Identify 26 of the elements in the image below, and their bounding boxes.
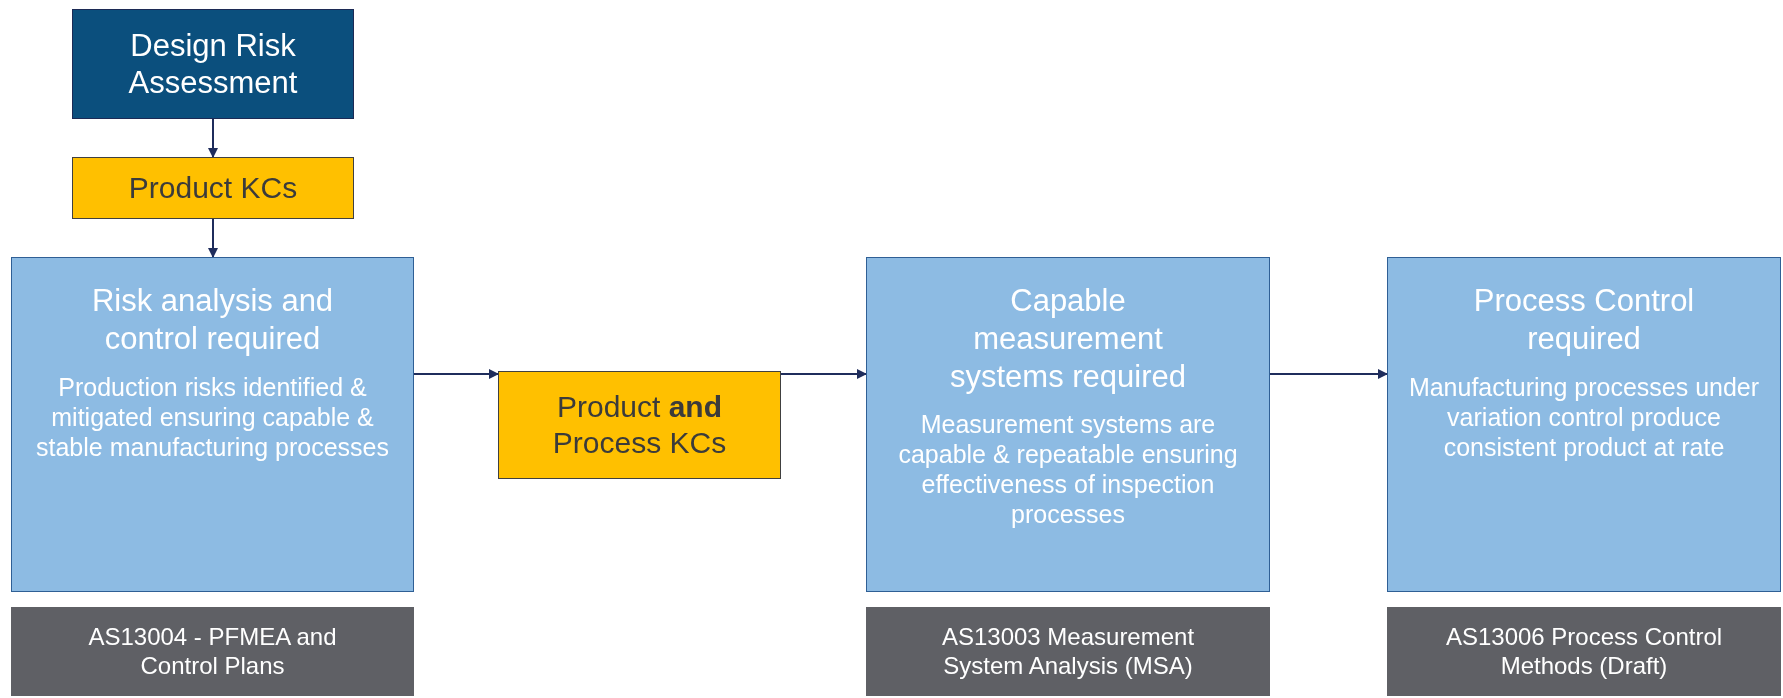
box-description: Manufacturing processes under variation control produce consistent product at rate xyxy=(1407,371,1761,462)
requirement-box xyxy=(866,257,1270,592)
box-label: AS13003 Measurement System Analysis (MSA) xyxy=(940,622,1196,681)
requirement-box xyxy=(11,257,414,592)
box-title: Capable measurement systems required xyxy=(949,282,1187,396)
standard-box xyxy=(11,607,414,696)
arrow xyxy=(208,118,218,158)
requirement-box xyxy=(1387,257,1781,592)
box-label: Product KCs xyxy=(128,170,298,206)
kc-box xyxy=(72,157,354,219)
kc-box xyxy=(498,371,781,479)
box-description: Production risks identified & mitigated ensuring capable & stable manufacturing processes xyxy=(35,371,390,462)
box-label: Design Risk Assessment xyxy=(127,26,299,102)
arrow xyxy=(413,369,499,379)
arrow xyxy=(1269,369,1388,379)
standard-box xyxy=(1387,607,1781,696)
arrow xyxy=(208,218,218,258)
box-title: Process Control required xyxy=(1472,282,1696,358)
box-label: Product and Process KCs xyxy=(551,389,728,461)
process-box xyxy=(72,9,354,119)
box-title: Risk analysis and control required xyxy=(90,282,335,358)
standard-box xyxy=(866,607,1270,696)
arrow xyxy=(780,369,867,379)
box-label: AS13006 Process Control Methods (Draft) xyxy=(1444,622,1724,681)
box-label: AS13004 - PFMEA and Control Plans xyxy=(87,622,338,681)
box-description: Measurement systems are capable & repeatable ensuring effectiveness of inspection processes xyxy=(897,409,1239,530)
